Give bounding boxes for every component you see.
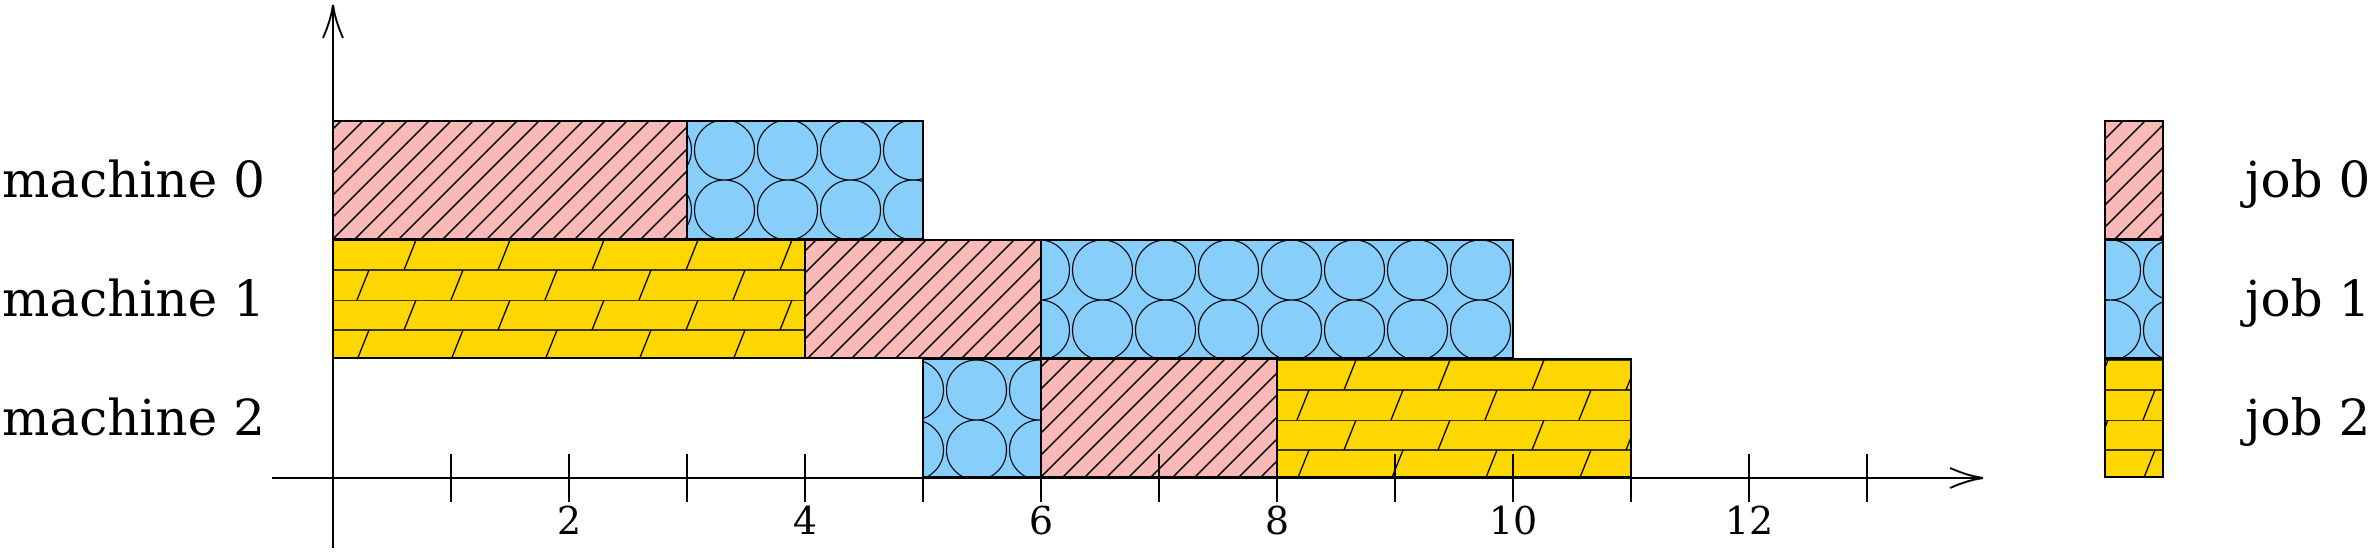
task-bar-machine0-job1-1 bbox=[686, 120, 924, 240]
task-bar-machine2-job2-7 bbox=[1276, 358, 1632, 478]
x-tick-label-4: 4 bbox=[793, 499, 817, 543]
x-ticks bbox=[450, 454, 1868, 502]
legend-swatch-job-1 bbox=[2104, 239, 2164, 359]
task-bar-machine1-job1-4 bbox=[1040, 239, 1514, 359]
machine-label-0: machine 0 bbox=[2, 151, 265, 209]
axes: 2 4 6 8 10 12 bbox=[272, 4, 1984, 548]
x-tick-labels: 2 4 6 8 10 12 bbox=[557, 499, 1773, 543]
legend-swatch-job-2 bbox=[2104, 358, 2164, 478]
x-axis-arrowhead bbox=[1949, 467, 1984, 489]
task-bar-machine2-job1-5 bbox=[922, 358, 1042, 478]
task-bars bbox=[332, 120, 1632, 478]
x-tick-label-12: 12 bbox=[1725, 499, 1773, 543]
legend-label-job-2: job 2 bbox=[2240, 389, 2370, 447]
x-tick-label-2: 2 bbox=[557, 499, 581, 543]
task-bar-machine0-job0-0 bbox=[332, 120, 688, 240]
legend-swatch-job-0 bbox=[2104, 120, 2164, 240]
machine-label-1: machine 1 bbox=[2, 270, 265, 328]
x-tick-label-6: 6 bbox=[1029, 499, 1053, 543]
task-bar-machine1-job2-2 bbox=[332, 239, 806, 359]
y-axis-arrowhead bbox=[322, 4, 344, 39]
legend-label-job-0: job 0 bbox=[2240, 151, 2370, 209]
x-tick-label-8: 8 bbox=[1265, 499, 1289, 543]
task-bar-machine1-job0-3 bbox=[804, 239, 1042, 359]
legend: job 0 job 1 job 2 bbox=[2104, 120, 2370, 478]
legend-label-job-1: job 1 bbox=[2240, 270, 2370, 328]
machine-label-2: machine 2 bbox=[2, 389, 265, 447]
machine-labels: machine 0 machine 1 machine 2 bbox=[2, 151, 265, 447]
x-tick-label-10: 10 bbox=[1489, 499, 1537, 543]
